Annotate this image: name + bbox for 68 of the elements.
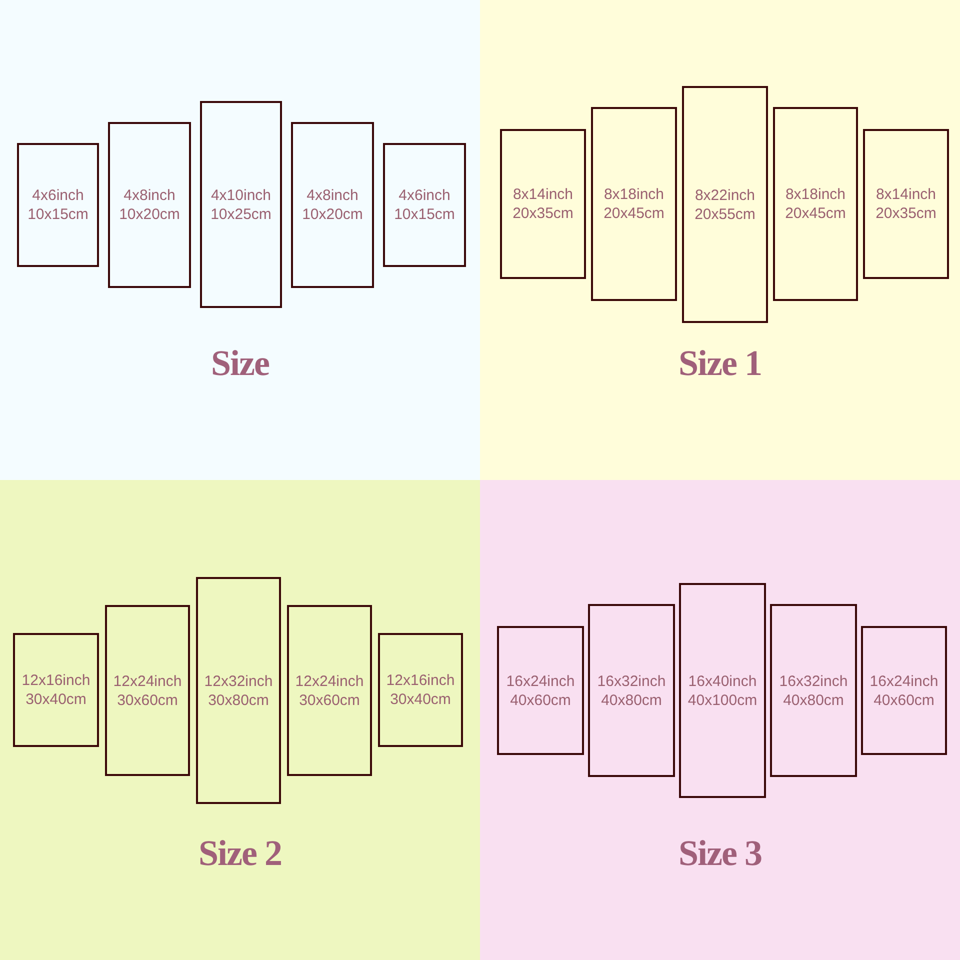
panel-frame [863,129,949,279]
panel-frame [679,583,766,798]
cm-size-label: 20x55cm [694,204,756,224]
panel-frame [13,633,99,747]
panel-frame [105,605,190,776]
size-heading: Size 2 [198,832,282,874]
panel-frame [773,107,858,301]
cm-size-label: 30x60cm [299,690,360,710]
cm-size-label: 10x15cm [394,205,455,224]
panel-frame [497,626,584,755]
inch-size-label: 4x8inch [306,186,358,205]
size-heading: Size 1 [678,342,762,384]
cm-size-label: 10x20cm [119,205,180,224]
cm-size-label: 20x45cm [785,204,846,223]
inch-size-label: 16x24inch [870,672,938,690]
inch-size-label: 8x18inch [604,185,664,204]
panel-frame [591,107,677,301]
cm-size-label: 30x40cm [390,690,451,709]
cm-size-label: 40x60cm [510,690,571,710]
inch-size-label: 12x16inch [386,671,455,690]
inch-size-label: 12x32inch [204,672,273,690]
inch-size-label: 8x22inch [694,186,756,204]
panel-frame [108,122,191,288]
size-option-panel [0,0,480,480]
cm-size-label: 10x15cm [28,205,88,224]
panel-frame [196,577,281,804]
cm-size-label: 10x25cm [210,204,272,224]
inch-size-label: 12x16inch [22,671,90,690]
cm-size-label: 30x80cm [208,690,269,710]
panel-frame [500,129,586,279]
cm-size-label: 20x35cm [876,204,936,223]
cm-size-label: 20x45cm [604,204,664,223]
cm-size-label: 30x40cm [26,690,86,709]
panel-frame [291,122,374,288]
size-option-panel [0,480,480,960]
inch-size-label: 16x40inch [688,672,757,690]
panel-frame [17,143,99,267]
cm-size-label: 40x80cm [601,690,662,710]
cm-size-label: 20x35cm [512,204,574,223]
inch-size-label: 16x32inch [597,672,666,690]
inch-size-label: 12x24inch [295,672,364,690]
size-option-panel [480,0,960,480]
panel-frame [200,101,282,308]
panel-frame [287,605,372,776]
inch-size-label: 8x14inch [512,185,574,204]
inch-size-label: 16x24inch [506,672,575,690]
inch-size-label: 4x6inch [398,186,450,205]
inch-size-label: 12x24inch [113,672,182,690]
inch-size-label: 4x6inch [32,186,84,205]
panel-frame [378,633,463,747]
cm-size-label: 40x60cm [874,690,934,710]
panel-frame [861,626,947,755]
inch-size-label: 4x8inch [124,186,176,205]
inch-size-label: 8x18inch [785,185,846,204]
inch-size-label: 4x10inch [210,186,272,204]
cm-size-label: 30x60cm [117,690,178,710]
panel-frame [682,86,768,323]
inch-size-label: 8x14inch [876,185,936,204]
inch-size-label: 16x32inch [779,672,848,690]
panel-frame [588,604,675,777]
cm-size-label: 40x80cm [783,690,844,710]
size-heading: Size [210,342,270,384]
panel-frame [383,143,466,267]
size-heading: Size 3 [678,832,762,874]
cm-size-label: 40x100cm [688,690,758,710]
panel-frame [770,604,857,777]
cm-size-label: 10x20cm [302,205,363,224]
size-option-panel [480,480,960,960]
